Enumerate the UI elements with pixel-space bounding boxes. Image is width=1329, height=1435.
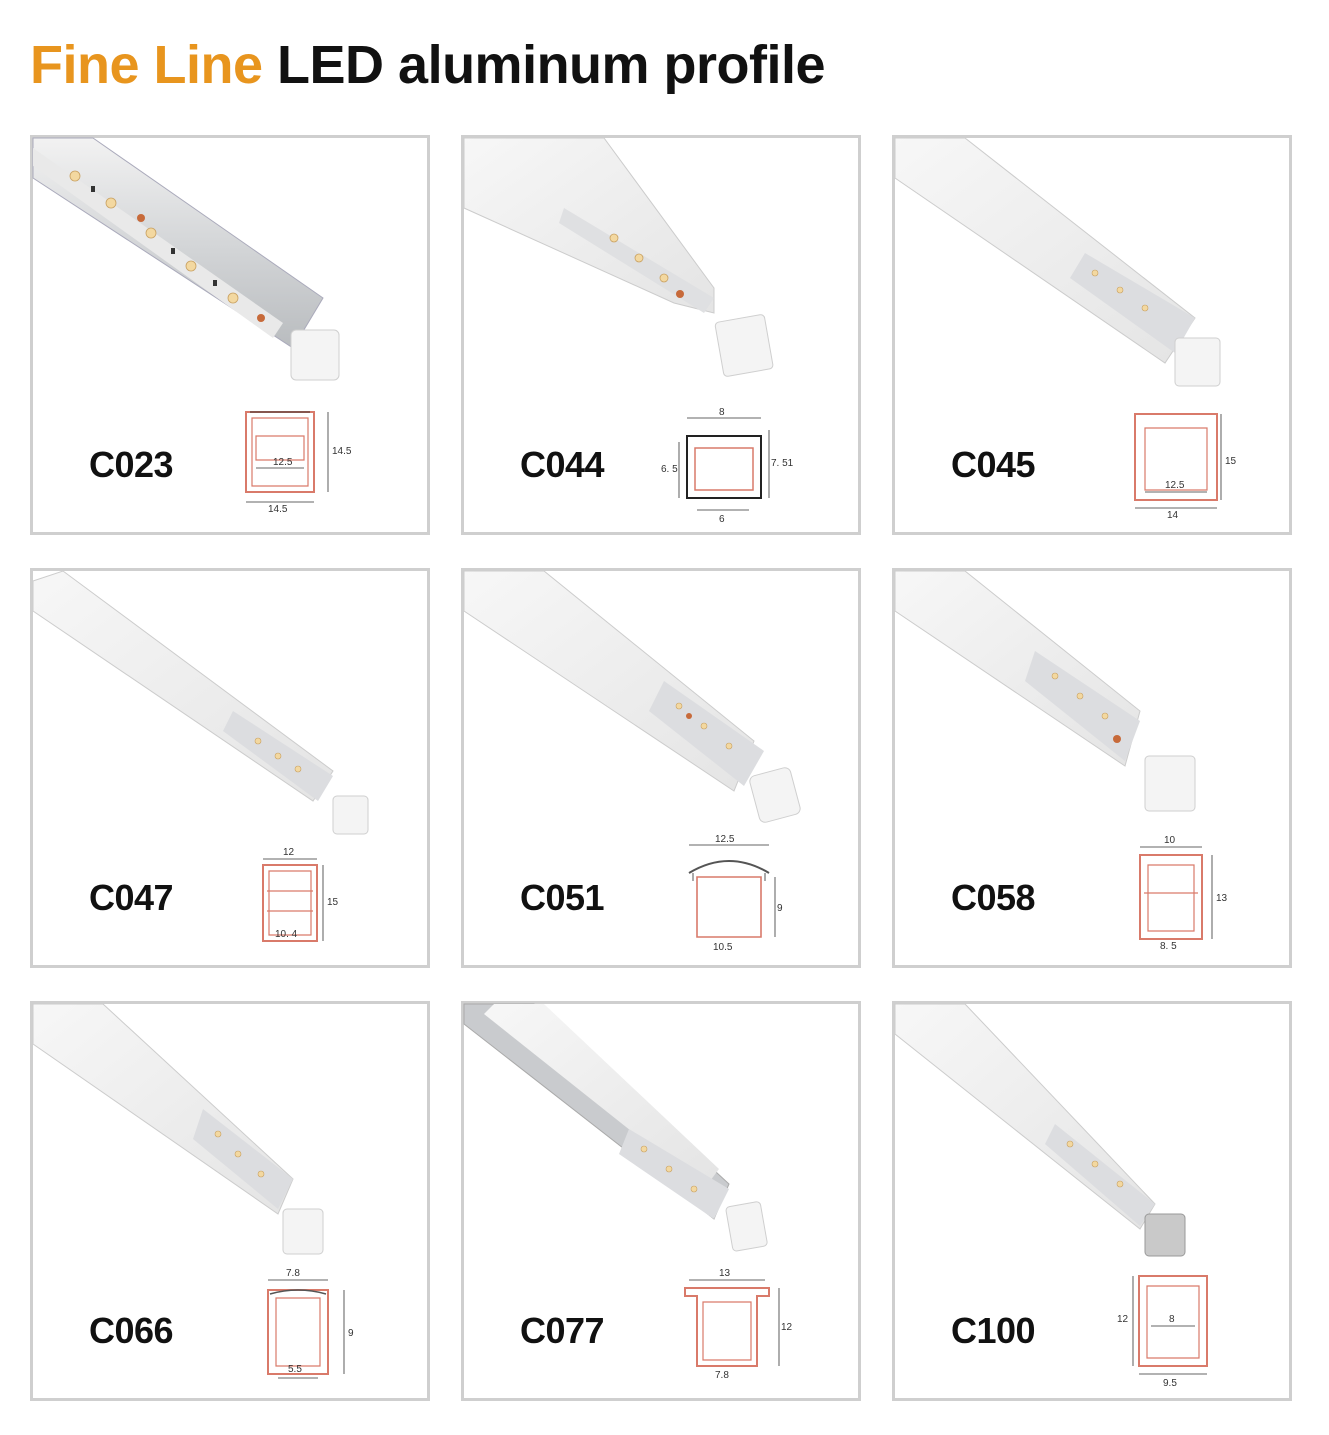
profile-photo <box>894 1003 1186 1257</box>
dim-bottom: 7.8 <box>715 1370 729 1381</box>
product-code: C047 <box>89 877 174 918</box>
title-rest: LED aluminum profile <box>277 35 826 95</box>
dim-width: 14 <box>1167 510 1179 521</box>
profile-photo <box>32 570 369 835</box>
product-code: C077 <box>520 1310 605 1351</box>
product-card-c045: C045 12.5 14 15 <box>892 135 1292 535</box>
cross-section-drawing: 7.8 5.5 9 <box>267 1268 354 1379</box>
product-card-c066: C066 7.8 5.5 9 <box>30 1001 430 1401</box>
dim-height: 12 <box>781 1322 793 1333</box>
cross-section-drawing: 12.5 14.5 14.5 <box>245 411 352 515</box>
cross-section-drawing: 10 8. 5 13 <box>1139 835 1228 952</box>
dim-top: 7.8 <box>286 1268 300 1279</box>
dim-bottom: 8. 5 <box>1160 941 1177 952</box>
dim-bottom: 9.5 <box>1163 1378 1177 1389</box>
product-card-c058: C058 10 8. 5 13 <box>892 568 1292 968</box>
product-card-c023: C023 12.5 14.5 14.5 <box>30 135 430 535</box>
cross-section-drawing: 8 6 6. 5 7. 51 <box>661 407 794 525</box>
dim-bottom: 6 <box>719 514 725 525</box>
cross-section-drawing: 8 9.5 12 <box>1117 1275 1208 1389</box>
page-title: Fine Line LED aluminum profile <box>30 35 826 95</box>
dim-right: 7. 51 <box>771 458 794 469</box>
dim-inner: 12.5 <box>1165 480 1185 491</box>
dim-height: 15 <box>327 897 339 908</box>
dim-bottom: 10. 4 <box>275 929 298 940</box>
dim-top: 12.5 <box>715 834 735 845</box>
product-code: C044 <box>520 444 605 485</box>
profile-photo <box>32 1003 324 1255</box>
product-code: C023 <box>89 444 174 485</box>
profile-photo <box>32 137 340 381</box>
cross-section-drawing: 12 10. 4 15 <box>262 847 339 942</box>
profile-photo <box>894 137 1221 387</box>
profile-photo <box>463 137 774 377</box>
dim-top: 12 <box>283 847 295 858</box>
cross-section-drawing: 12.5 10.5 9 <box>688 834 783 953</box>
dim-inner: 12.5 <box>273 457 293 468</box>
product-code: C051 <box>520 877 605 918</box>
product-code: C100 <box>951 1310 1036 1351</box>
product-code: C058 <box>951 877 1036 918</box>
product-card-c044: C044 8 6 6. 5 7. 51 <box>461 135 861 535</box>
dim-top: 8 <box>719 407 725 418</box>
dim-bottom: 10.5 <box>713 942 733 953</box>
cross-section-drawing: 12.5 14 15 <box>1134 413 1237 521</box>
dim-height: 13 <box>1216 893 1228 904</box>
dim-top: 13 <box>719 1268 731 1279</box>
profile-photo <box>463 1003 768 1252</box>
dim-height: 12 <box>1117 1314 1129 1325</box>
dim-left: 6. 5 <box>661 464 678 475</box>
product-code: C066 <box>89 1310 174 1351</box>
profile-photo <box>463 570 801 823</box>
dim-inner: 8 <box>1169 1314 1175 1325</box>
profile-photo <box>894 570 1196 812</box>
cross-section-drawing: 13 7.8 12 <box>684 1268 793 1381</box>
dim-height: 9 <box>348 1328 354 1339</box>
product-card-c077: C077 13 7.8 12 <box>461 1001 861 1401</box>
dim-height: 14.5 <box>332 446 352 457</box>
product-card-c047: C047 12 10. 4 15 <box>30 568 430 968</box>
product-code: C045 <box>951 444 1036 485</box>
dim-bottom: 5.5 <box>288 1364 302 1375</box>
dim-top: 10 <box>1164 835 1176 846</box>
dim-width: 14.5 <box>268 504 288 515</box>
title-accent: Fine Line <box>30 35 263 95</box>
product-card-c051: C051 12.5 10.5 9 <box>461 568 861 968</box>
product-card-c100: C100 8 9.5 12 <box>892 1001 1292 1401</box>
dim-height: 15 <box>1225 456 1237 467</box>
dim-height: 9 <box>777 903 783 914</box>
